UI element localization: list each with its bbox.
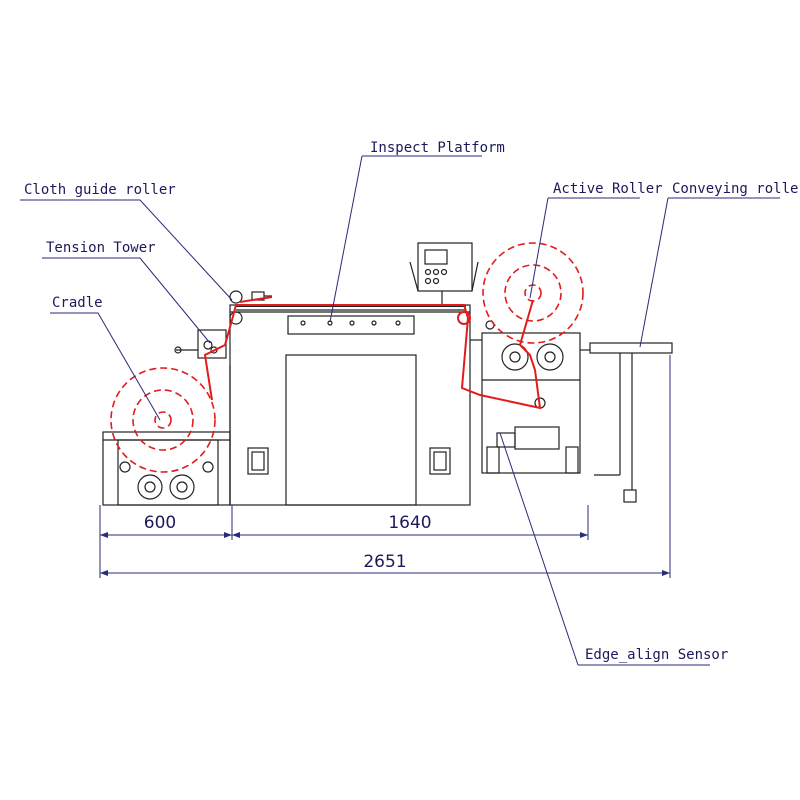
leader-lines <box>20 155 780 666</box>
label-tension-tower: Tension Tower <box>46 240 156 256</box>
dimension-600: 600 <box>144 513 176 533</box>
dimension-1640: 1640 <box>388 513 431 533</box>
label-active-roller: Active Roller <box>553 181 663 197</box>
main-frame <box>229 304 471 506</box>
label-inspect-platform: Inspect Platform <box>370 140 505 156</box>
cradle-frame <box>102 365 231 506</box>
fabric-path <box>110 242 584 473</box>
label-edge-align-sensor: Edge_align Sensor <box>585 647 728 663</box>
label-cradle: Cradle <box>52 295 103 311</box>
label-conveying-roller: Conveying roller <box>672 181 800 197</box>
dimension-2651: 2651 <box>363 552 406 572</box>
tension-tower <box>174 329 227 359</box>
conveying-table <box>580 342 673 503</box>
control-panel <box>409 242 479 306</box>
dimension-lines <box>99 355 671 578</box>
label-cloth-guide-roller: Cloth guide roller <box>24 182 176 198</box>
winding-unit <box>470 320 581 474</box>
